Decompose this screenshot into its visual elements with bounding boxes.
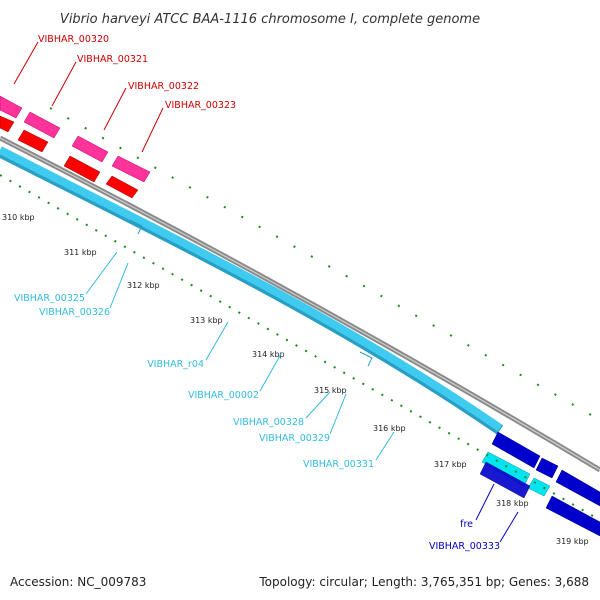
leader-vibhar-00333 [499, 511, 519, 543]
leader-vibhar-00323 [141, 107, 164, 153]
tick-label-314: 314 kbp [252, 350, 285, 359]
gene-label-vibhar-00325[interactable]: VIBHAR_00325 [14, 293, 85, 304]
gene-label-vibhar-00320[interactable]: VIBHAR_00320 [38, 34, 109, 45]
leader-vibhar-00331 [375, 431, 395, 461]
tick-label-316: 316 kbp [373, 424, 406, 433]
backbone-highlight [0, 137, 600, 471]
leader-vibhar-00322 [103, 87, 127, 131]
gene-block-red-2[interactable] [17, 129, 49, 153]
gene-block-vibhar-00322[interactable] [71, 135, 109, 163]
forward-strand-genes [0, 95, 151, 199]
gene-block-blue-4[interactable] [545, 495, 600, 537]
reverse-band-marker-2 [359, 351, 373, 367]
gene-label-vibhar-00321[interactable]: VIBHAR_00321 [77, 54, 148, 65]
leader-vibhar-00320 [13, 41, 39, 85]
gene-block-cyan-2[interactable] [527, 477, 551, 497]
gene-label-fre[interactable]: fre [460, 519, 473, 530]
leader-vibhar-00325 [85, 251, 118, 295]
leader-vibhar-00002 [259, 353, 282, 392]
gene-label-vibhar-00326[interactable]: VIBHAR_00326 [39, 307, 110, 318]
tick-labels: 310 kbp 311 kbp 312 kbp 313 kbp 314 kbp … [2, 213, 589, 546]
tick-label-311: 311 kbp [64, 248, 97, 257]
gene-block-vibhar-00320[interactable] [0, 95, 23, 119]
tick-label-315: 315 kbp [314, 386, 347, 395]
reverse-strand-band [0, 146, 504, 435]
gene-label-vibhar-00002[interactable]: VIBHAR_00002 [188, 390, 259, 401]
gene-label-vibhar-00331[interactable]: VIBHAR_00331 [303, 459, 374, 470]
leader-vibhar-00321 [51, 61, 77, 107]
gene-labels: VIBHAR_00320 VIBHAR_00321 VIBHAR_00322 V… [14, 34, 500, 552]
gene-label-vibhar-r04[interactable]: VIBHAR_r04 [147, 359, 204, 370]
gene-block-red-4[interactable] [105, 175, 139, 199]
tick-label-312: 312 kbp [127, 281, 160, 290]
gene-block-blue-1[interactable] [491, 431, 541, 469]
gene-block-vibhar-00323[interactable] [111, 155, 151, 183]
gene-block-red-1[interactable] [0, 115, 15, 133]
tick-label-319: 319 kbp [556, 537, 589, 546]
gene-block-blue-3[interactable] [555, 469, 600, 507]
gene-block-vibhar-00321[interactable] [23, 111, 61, 139]
accession-text: Accession: NC_009783 [10, 575, 146, 589]
leader-vibhar-00326 [109, 262, 129, 309]
backbone [0, 135, 600, 473]
gene-label-vibhar-00323[interactable]: VIBHAR_00323 [165, 100, 236, 111]
reverse-band-fill[interactable] [0, 146, 503, 432]
leader-fre [475, 483, 495, 521]
leader-lines [13, 41, 519, 543]
gene-label-vibhar-00329[interactable]: VIBHAR_00329 [259, 433, 330, 444]
reverse-genes-lower [479, 431, 600, 537]
leader-vibhar-00328 [305, 391, 331, 419]
tick-label-318: 318 kbp [496, 499, 529, 508]
leader-vibhar-r04 [205, 321, 229, 361]
tick-label-313: 313 kbp [190, 316, 223, 325]
leader-vibhar-00329 [329, 393, 347, 435]
gene-block-blue-2[interactable] [535, 457, 559, 479]
gene-label-vibhar-00328[interactable]: VIBHAR_00328 [233, 417, 304, 428]
gene-block-vibhar-00333[interactable] [479, 461, 531, 499]
tick-label-317: 317 kbp [434, 460, 467, 469]
reverse-band-marker-1 [129, 219, 143, 235]
gene-label-vibhar-00322[interactable]: VIBHAR_00322 [128, 81, 199, 92]
map-title: Vibrio harveyi ATCC BAA-1116 chromosome … [60, 12, 480, 27]
topology-text: Topology: circular; Length: 3,765,351 bp… [258, 575, 589, 589]
gene-label-vibhar-00333[interactable]: VIBHAR_00333 [429, 541, 500, 552]
gene-block-red-3[interactable] [63, 155, 101, 183]
tick-label-310: 310 kbp [2, 213, 35, 222]
